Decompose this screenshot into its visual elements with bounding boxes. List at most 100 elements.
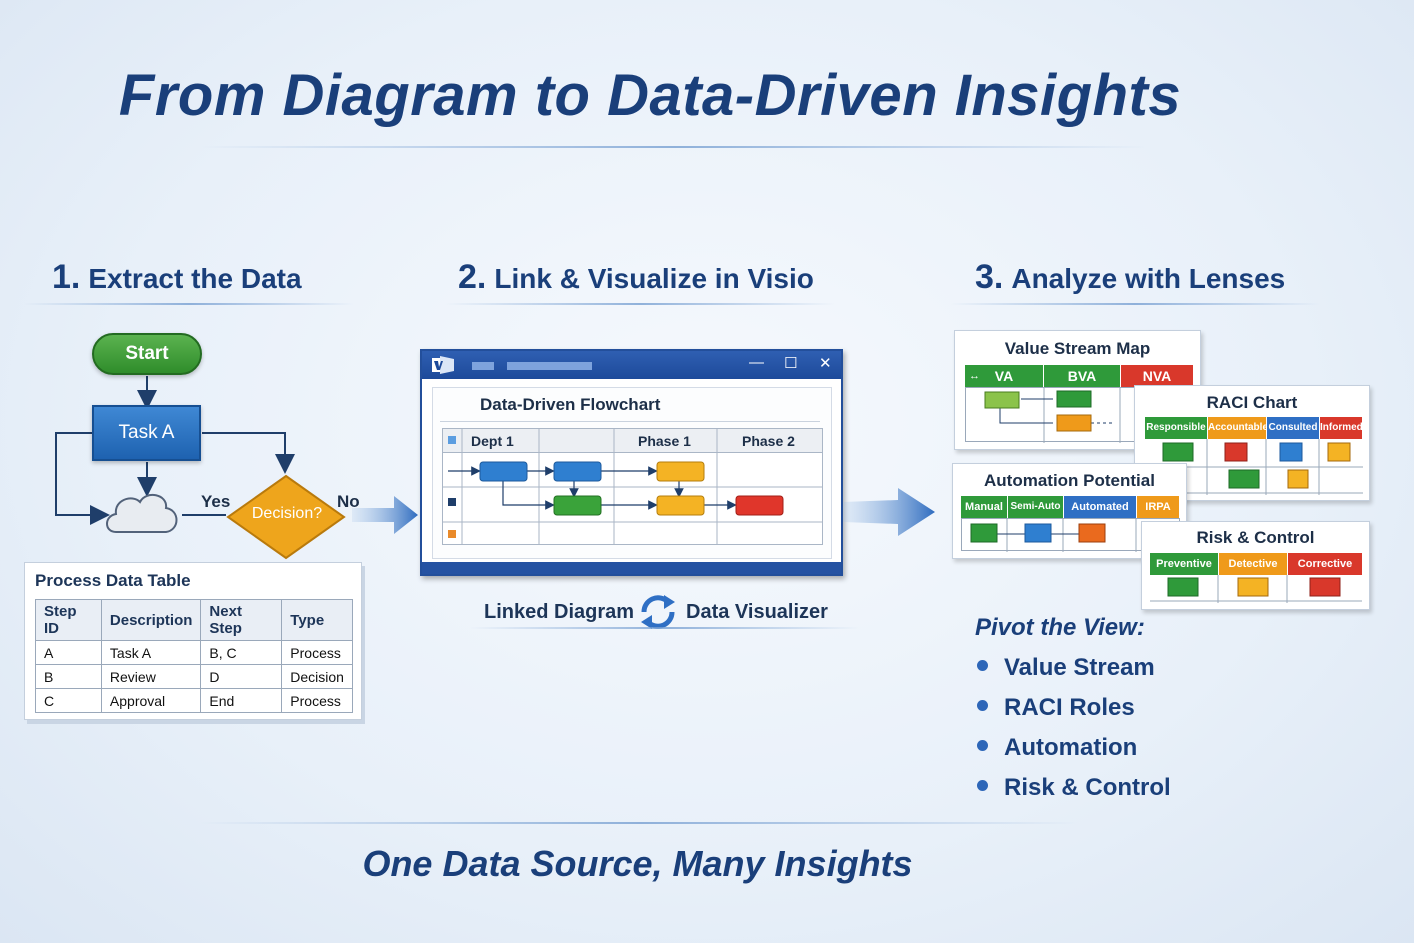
swimlane-header: Phase 2 — [742, 433, 795, 449]
arrow-icon: ↔ — [969, 370, 980, 382]
visio-status-bar — [422, 562, 841, 574]
page-title: From Diagram to Data-Driven Insights — [118, 63, 1182, 128]
raci-title: RACI Chart — [1206, 393, 1298, 412]
step-2-heading: 2.Link & Visualize in Visio — [458, 258, 814, 297]
step-2-divider — [445, 303, 835, 305]
process-data-table: Step ID Description Next Step Type A Tas… — [35, 599, 353, 713]
process-data-table-card: Process Data Table Step ID Description N… — [24, 562, 362, 720]
decision-diamond — [226, 474, 346, 560]
table-cell: Process — [281, 688, 353, 713]
column-header: Step ID — [35, 599, 102, 641]
bullet-icon — [977, 700, 988, 712]
toolbar-placeholder — [472, 362, 494, 370]
caption-divider — [470, 627, 860, 629]
footer-tagline: One Data Source, Many Insights — [362, 843, 913, 884]
flowchart-connectors — [55, 376, 295, 525]
table-cell: Review — [100, 664, 202, 689]
step-1-number: 1. — [52, 258, 81, 296]
swimlane-header: Dept 1 — [471, 433, 514, 449]
informed-header: Informed — [1320, 417, 1362, 439]
table-row: A Task A B, C Process — [35, 640, 353, 665]
pivot-item-automation[interactable]: Automation — [977, 734, 1137, 762]
pivot-item-risk-control[interactable]: Risk & Control — [977, 774, 1171, 802]
column-header: Type — [281, 599, 353, 641]
title-divider — [200, 146, 1150, 148]
irpa-header: IRPA — [1137, 496, 1179, 518]
step-3-heading: 3.Analyze with Lenses — [975, 258, 1285, 297]
pivot-item-label: Risk & Control — [1004, 774, 1171, 801]
task-a-node: Task A — [92, 405, 201, 461]
va-label: VA — [994, 368, 1014, 384]
close-icon[interactable]: ✕ — [819, 355, 832, 372]
table-cell: Process — [281, 640, 353, 665]
table-row: B Review D Decision — [35, 664, 353, 689]
pivot-item-value-stream[interactable]: Value Stream — [977, 654, 1155, 682]
step-2-number: 2. — [458, 258, 487, 296]
step-3-number: 3. — [975, 258, 1004, 296]
value-stream-title: Value Stream Map — [1004, 339, 1151, 358]
pivot-title: Pivot the View: — [975, 614, 1145, 641]
data-visualizer-caption: Data Visualizer — [686, 601, 828, 623]
manual-header: Manual — [961, 496, 1007, 518]
step-3-title: Analyze with Lenses — [1011, 263, 1286, 294]
column-header: Description — [100, 599, 202, 641]
table-header-row: Step ID Description Next Step Type — [35, 599, 353, 641]
visio-window[interactable]: — ☐ ✕ Data-Driven Flowchart Dept 1 Phase… — [420, 349, 843, 576]
flow-arrow-1 — [352, 496, 418, 534]
bva-column-header: BVA — [1044, 365, 1120, 387]
consulted-header: Consulted — [1267, 417, 1319, 439]
column-header: Next Step — [200, 599, 283, 641]
canvas-title-rule — [440, 421, 820, 422]
swimlane-grid — [442, 428, 823, 545]
visio-title-bar: — ☐ ✕ — [422, 351, 841, 379]
linked-diagram-caption: Linked Diagram — [484, 601, 635, 623]
step-3-divider — [950, 303, 1320, 305]
toolbar-placeholder — [507, 362, 592, 370]
automated-header: Automated — [1064, 496, 1136, 518]
maximize-icon[interactable]: ☐ — [784, 355, 798, 372]
table-row: C Approval End Process — [35, 688, 353, 713]
cloud-shape — [106, 493, 178, 533]
va-column-header: ↔ VA — [965, 365, 1043, 387]
automation-title: Automation Potential — [984, 471, 1155, 490]
detective-header: Detective — [1219, 553, 1287, 575]
pivot-item-label: Automation — [1004, 734, 1138, 761]
raci-grid — [1145, 439, 1363, 495]
footer-divider — [200, 822, 1080, 824]
no-label: No — [337, 492, 360, 511]
step-2-title: Link & Visualize in Visio — [494, 263, 814, 294]
flow-arrow-2 — [843, 488, 935, 536]
bullet-icon — [977, 780, 988, 792]
step-1-title: Extract the Data — [88, 263, 302, 294]
risk-control-card[interactable]: Risk & Control Preventive Detective Corr… — [1141, 521, 1370, 610]
risk-control-title: Risk & Control — [1196, 528, 1315, 547]
table-cell: A — [35, 640, 102, 665]
responsible-header: Responsible — [1145, 417, 1207, 439]
minimize-icon[interactable]: — — [749, 354, 764, 371]
sync-icon — [641, 595, 675, 629]
table-cell: End — [200, 688, 283, 713]
canvas-title: Data-Driven Flowchart — [480, 395, 661, 414]
bullet-icon — [977, 740, 988, 752]
table-cell: B, C — [200, 640, 283, 665]
step-1-heading: 1.Extract the Data — [52, 258, 302, 297]
table-cell: Approval — [100, 688, 202, 713]
pivot-item-label: Value Stream — [1004, 654, 1155, 681]
pivot-item-label: RACI Roles — [1004, 694, 1135, 721]
visio-flowchart — [448, 461, 784, 516]
nva-column-header: NVA — [1121, 365, 1193, 387]
accountable-header: Accountable — [1208, 417, 1266, 439]
table-cell: C — [35, 688, 102, 713]
semi-auto-header: Semi-Auto — [1008, 496, 1063, 518]
table-cell: B — [35, 664, 102, 689]
decision-label: Decision? — [251, 505, 323, 522]
preventive-header: Preventive — [1150, 553, 1218, 575]
pivot-item-raci-roles[interactable]: RACI Roles — [977, 694, 1135, 722]
yes-label: Yes — [201, 492, 231, 511]
table-cell: Decision — [281, 664, 353, 689]
risk-control-grid — [1150, 575, 1362, 603]
start-node: Start — [92, 333, 202, 375]
corrective-header: Corrective — [1288, 553, 1362, 575]
visio-app-icon — [432, 356, 454, 374]
table-cell: Task A — [100, 640, 202, 665]
